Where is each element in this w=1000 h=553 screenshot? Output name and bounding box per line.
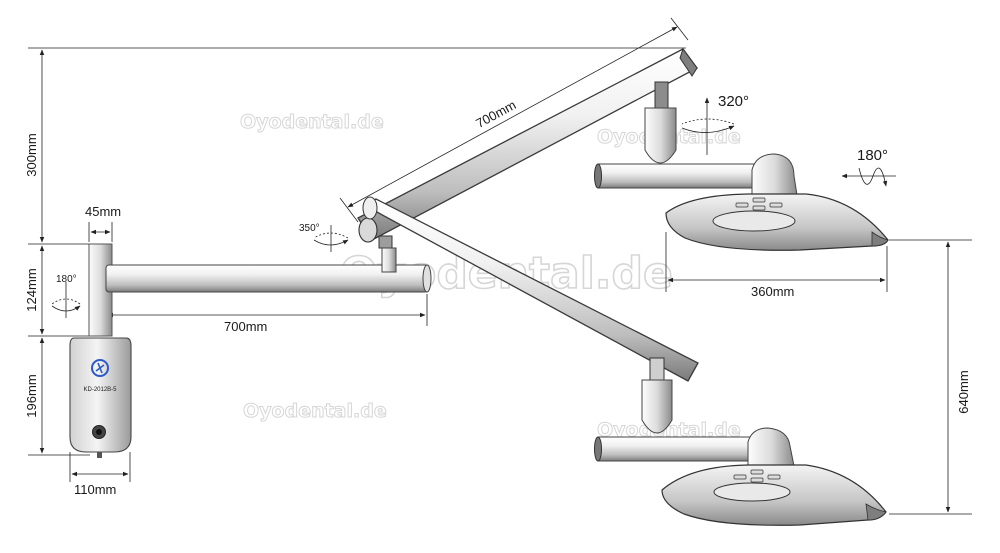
upper-arm-end-cap [679,47,698,77]
upper-arm-pivot [358,217,378,243]
elbow-post [381,247,397,273]
box-bottom-plug [97,452,102,458]
rotation-elbow-label: 350° [299,223,320,234]
lower-lamp-buttons[interactable] [733,469,781,483]
lower-crossbar-end [594,436,602,462]
upper-head-joint [654,81,669,109]
lower-head-yoke [641,379,673,434]
control-box [69,337,132,453]
dim-lamp-drop: 640mm [956,370,971,413]
dimension-lines [28,17,972,515]
upper-head-yoke [644,107,677,164]
rotation-indicator-wall [51,282,81,318]
watermark-top-left: Oyodental.de [240,111,384,133]
rotation-head-label: 320° [718,93,749,110]
lower-lamp-neck [747,427,795,467]
lower-lamp-rim [865,503,887,521]
elbow-joint [378,235,393,249]
upper-lamp-lens [712,210,796,232]
watermark-bottom-left: Oyodental.de [243,400,387,422]
upper-lamp-buttons[interactable] [735,197,783,211]
lower-arm-end-cap [422,264,432,293]
upper-lamp-rim [871,231,889,247]
dim-top-height: 300mm [24,133,39,176]
rotation-wall-label: 180° [56,274,77,285]
dim-joint-height: 124mm [24,268,39,311]
logo-icon [91,359,109,377]
lower-lamp-lens [713,482,791,502]
lower-head-joint [649,357,665,381]
logo-icon-mark [95,362,105,374]
lower-diagonal-arm-pivot [362,196,378,220]
dim-box-width: 110mm [74,482,116,497]
rotation-indicator-elbow [313,225,349,252]
rotation-indicator-head [681,97,735,155]
lower-head-crossbar [595,436,753,462]
model-label: KD-2012B-5 [83,387,117,393]
upper-crossbar-end [594,163,602,189]
dim-box-height: 196mm [24,374,39,417]
rotation-tilt-label: 180° [857,147,888,164]
upper-lamp-neck [751,153,798,196]
dim-lamp-width: 360mm [751,284,794,299]
dim-mount-width: 45mm [85,204,121,219]
rotation-indicator-tilt [841,167,896,187]
dim-lower-arm: 700mm [224,319,267,334]
lower-horizontal-arm [105,264,429,293]
watermark-bottom-right: Oyodental.de [597,419,741,441]
power-knob-center [96,429,102,435]
upper-head-crossbar [595,163,759,189]
